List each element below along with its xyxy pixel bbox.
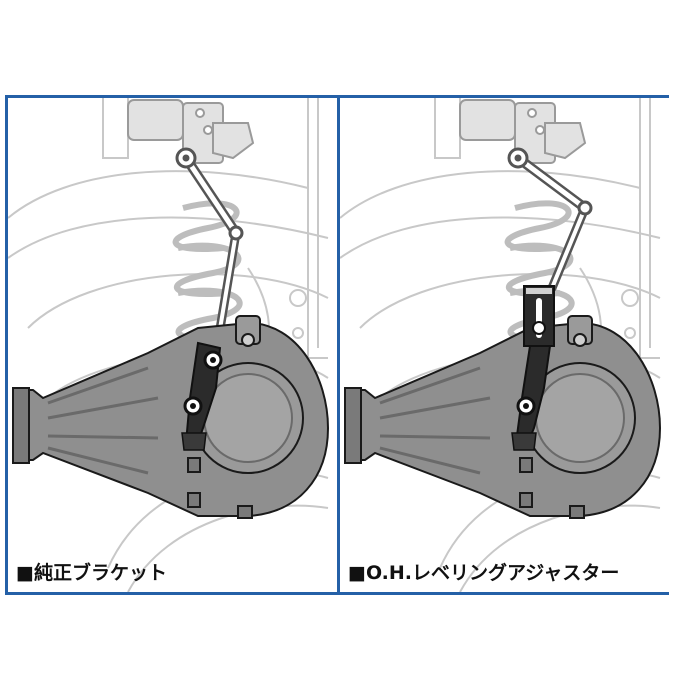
- upper-mount: [459, 99, 587, 164]
- stock-bracket: [181, 341, 223, 451]
- comparison-frame: ■純正ブラケット: [5, 95, 669, 595]
- panel-oh-leveling-adjuster: ■O.H.レベリングアジャスター: [340, 98, 669, 592]
- suspension-illustration-adjuster: [340, 98, 662, 592]
- differential-housing: [12, 315, 330, 519]
- suspension-illustration-stock: [8, 98, 330, 592]
- differential-housing: [344, 315, 662, 519]
- panel-stock-bracket: ■純正ブラケット: [8, 98, 337, 592]
- leveling-adjuster: [511, 285, 555, 451]
- upper-mount: [127, 99, 255, 164]
- panel-divider: [337, 98, 340, 592]
- caption-oh-leveling-adjuster: ■O.H.レベリングアジャスター: [348, 562, 620, 584]
- sensor-link-rod: [507, 147, 593, 293]
- caption-stock-bracket: ■純正ブラケット: [16, 562, 167, 584]
